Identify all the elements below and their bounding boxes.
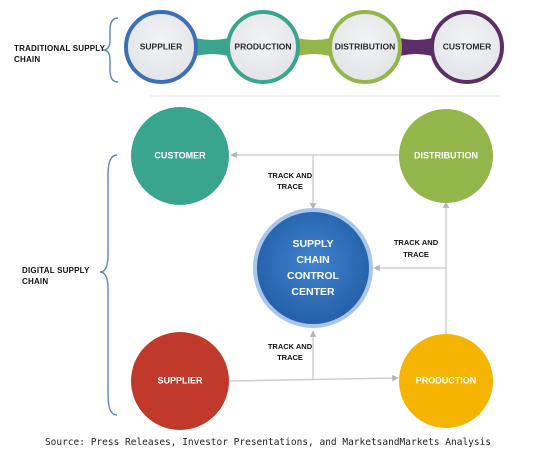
digital-distribution-label: DISTRIBUTION bbox=[414, 150, 478, 160]
digital-production-label: PRODUCTION bbox=[416, 375, 477, 385]
traditional-label-line1: TRADITIONAL SUPPLY bbox=[14, 44, 106, 53]
traditional-production-label: PRODUCTION bbox=[234, 41, 291, 51]
traditional-customer-circle bbox=[430, 10, 504, 84]
traditional-customer-label: CUSTOMER bbox=[443, 41, 492, 51]
digital-supply-chain-label: DIGITAL SUPPLY CHAIN bbox=[22, 265, 90, 287]
source-caption: Source: Press Releases, Investor Present… bbox=[44, 437, 492, 448]
center-label-line3: CONTROL bbox=[287, 270, 339, 282]
digital-customer-label: CUSTOMER bbox=[154, 150, 206, 160]
arrow-supplier-to-production bbox=[229, 374, 399, 382]
track-trace-right-line1: TRACK AND bbox=[394, 238, 439, 247]
digital-supplier-label: SUPPLIER bbox=[157, 375, 203, 385]
traditional-supplier-label: SUPPLIER bbox=[140, 41, 183, 51]
traditional-supply-chain-label: TRADITIONAL SUPPLY CHAIN bbox=[14, 43, 105, 65]
center-label-line1: SUPPLY bbox=[292, 238, 333, 250]
traditional-label-line2: CHAIN bbox=[14, 55, 41, 64]
center-label-line2: CHAIN bbox=[296, 254, 329, 266]
digital-distribution-circle bbox=[399, 109, 493, 203]
traditional-distribution-label: DISTRIBUTION bbox=[335, 41, 395, 51]
supply-chain-control-center-circle bbox=[253, 208, 373, 328]
traditional-supplier-circle bbox=[124, 10, 198, 84]
center-label-line4: CENTER bbox=[291, 286, 335, 298]
traditional-distribution-circle bbox=[328, 10, 402, 84]
digital-label-line1: DIGITAL SUPPLY bbox=[22, 266, 90, 275]
track-trace-bottom-line2: TRACE bbox=[277, 353, 303, 362]
traditional-production-circle bbox=[226, 10, 300, 84]
track-trace-bottom-line1: TRACK AND bbox=[268, 342, 313, 351]
digital-customer-circle bbox=[131, 107, 229, 205]
digital-production-circle bbox=[399, 334, 493, 428]
track-trace-top-line2: TRACE bbox=[277, 182, 303, 191]
digital-label-line2: CHAIN bbox=[22, 277, 49, 286]
traditional-brace bbox=[102, 17, 119, 83]
digital-supplier-circle bbox=[131, 332, 229, 430]
track-trace-top-line1: TRACK AND bbox=[268, 171, 313, 180]
digital-brace bbox=[99, 154, 118, 416]
track-trace-right-line2: TRACE bbox=[403, 250, 429, 259]
